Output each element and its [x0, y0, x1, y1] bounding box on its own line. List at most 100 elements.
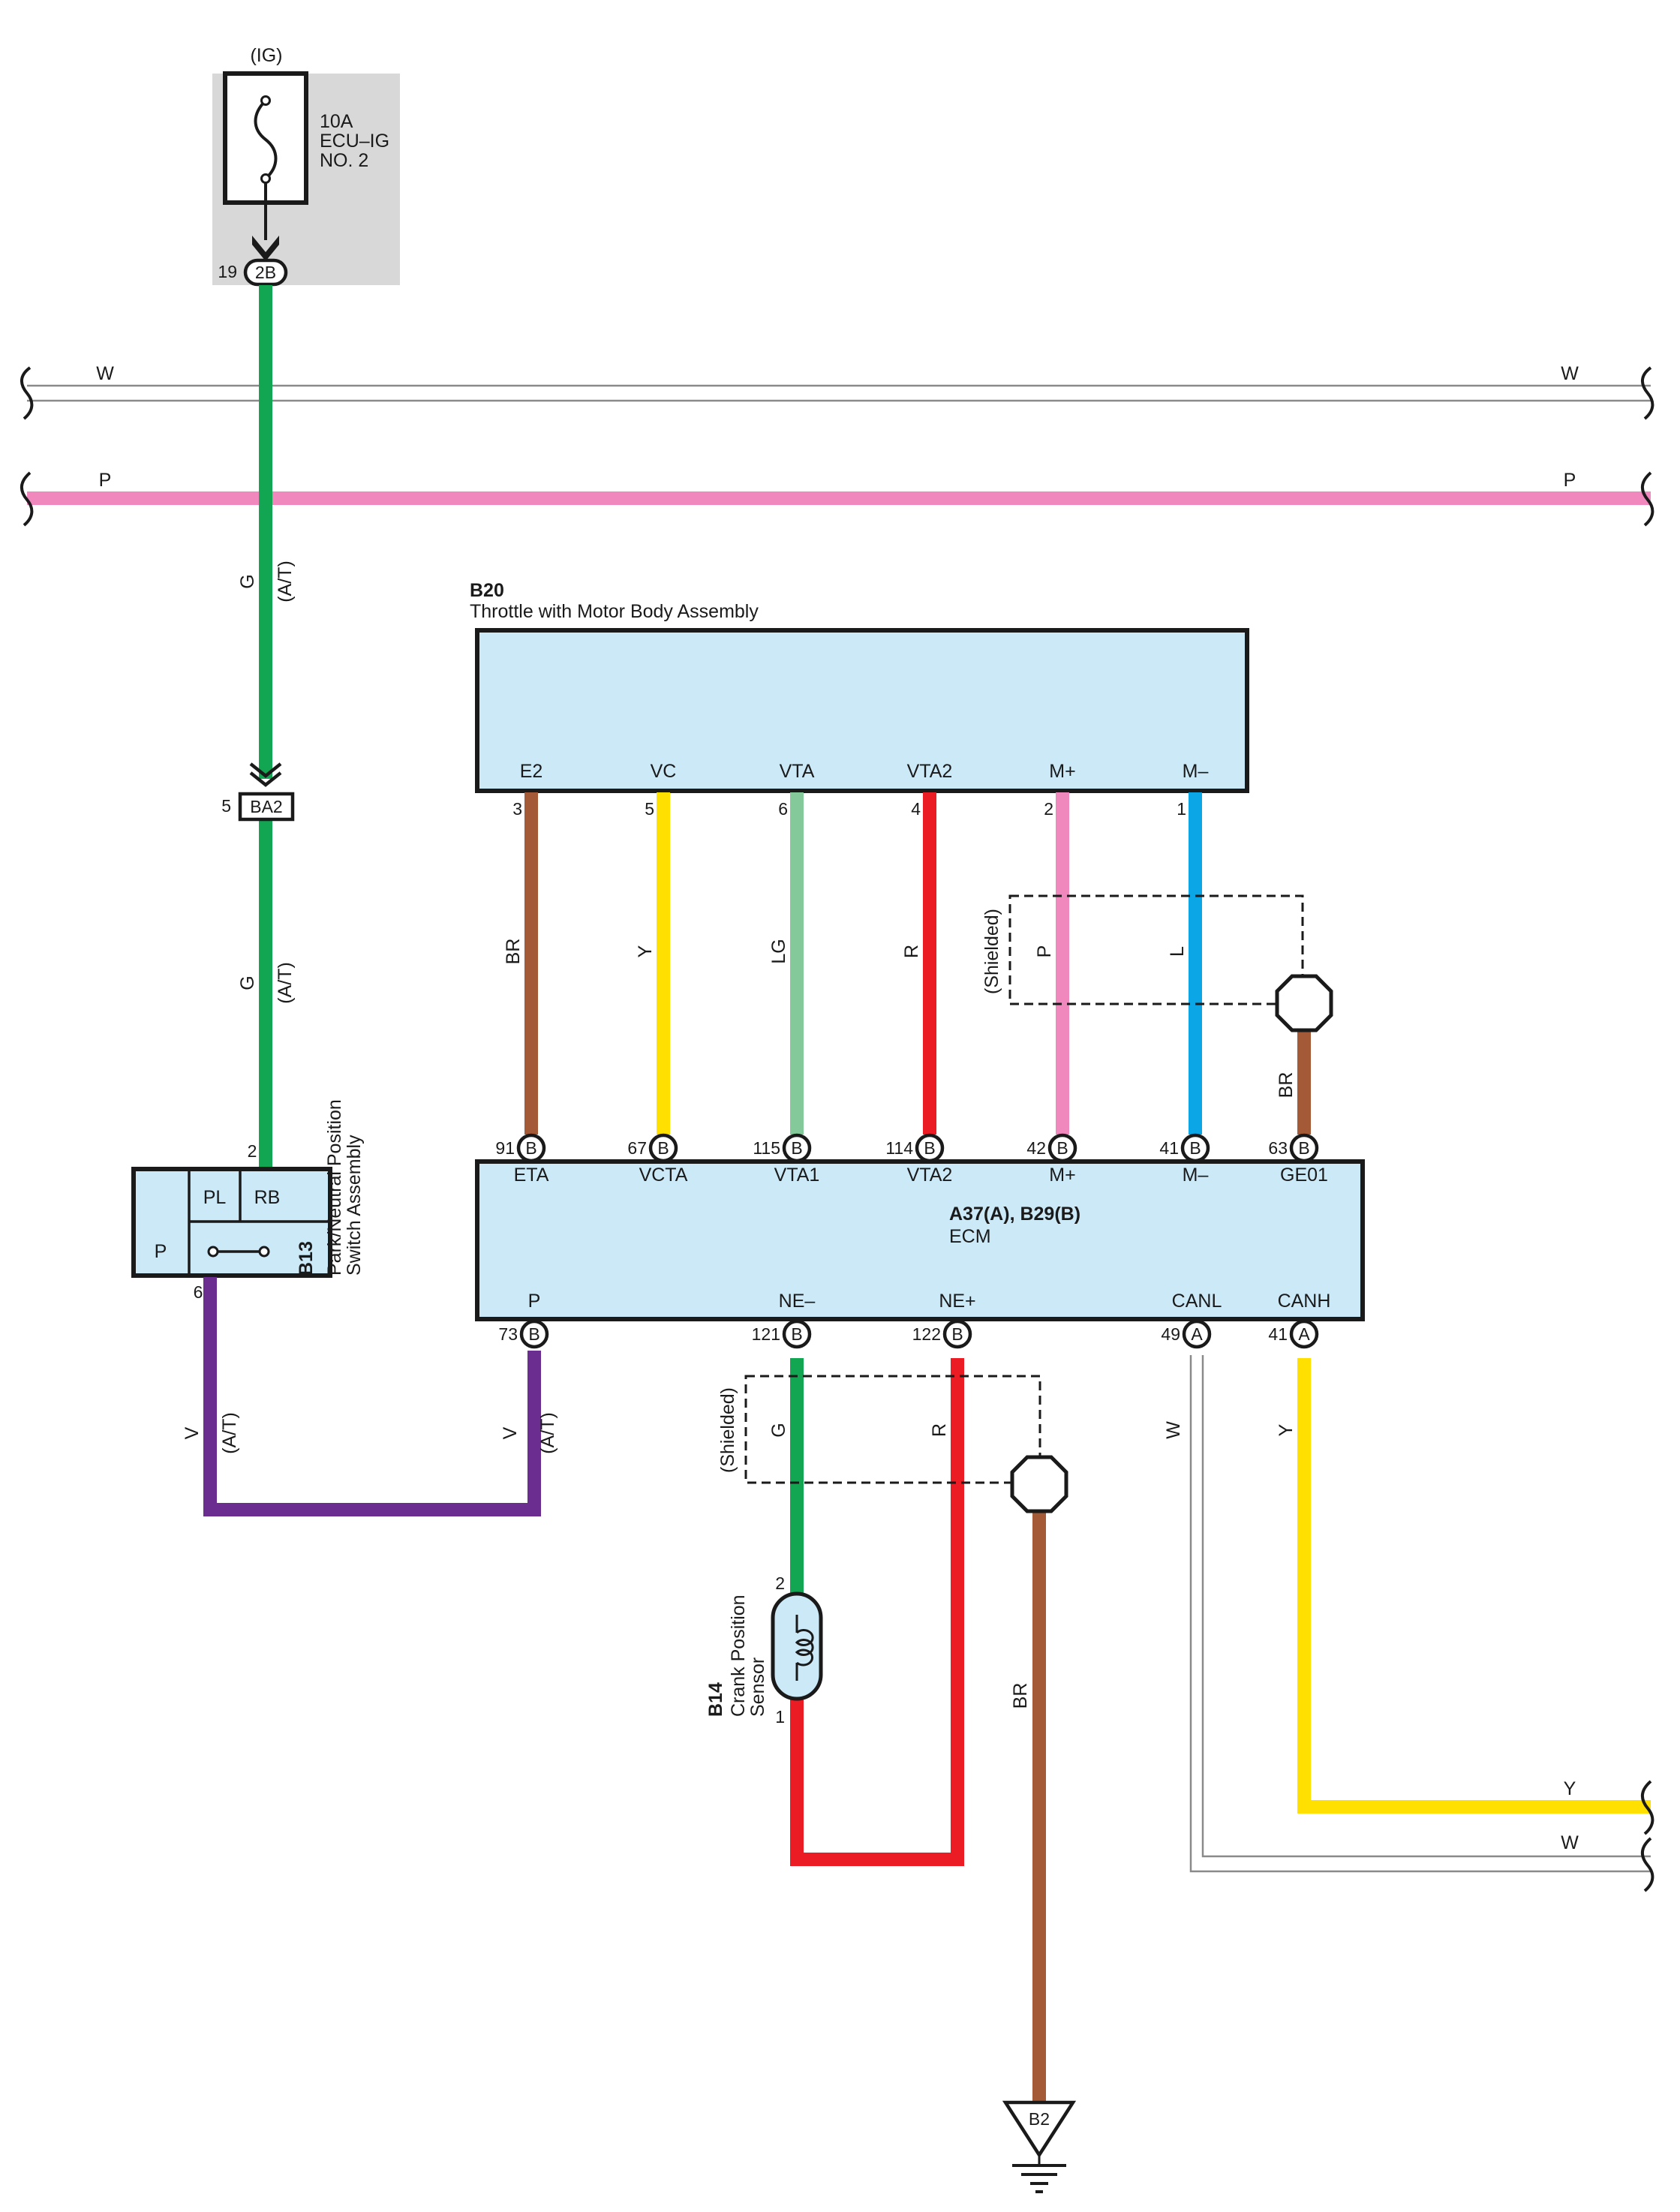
v-wire-group: V (A/T) V (A/T) [182, 1277, 558, 1516]
throttle-terminal-pin: 4 [911, 799, 921, 819]
l-wire-label: L [1167, 946, 1188, 957]
ecm-top-connector [782, 1133, 812, 1163]
ecm-bottom-terminal-name: CANL [1172, 1291, 1222, 1312]
y-can-wire [1297, 1358, 1651, 1814]
ecm-top-terminal-name: VTA1 [774, 1165, 820, 1186]
can-wires: W Y Y W [1163, 1355, 1654, 1892]
ground-triangle-icon [1002, 2100, 1077, 2159]
g-wire-label: G [237, 975, 258, 990]
fuse-pin-number: 19 [218, 262, 237, 281]
junction-pin-number: 5 [221, 796, 231, 816]
throttle-terminal-name: M+ [1049, 761, 1075, 782]
ecm-top-terminal-name: ETA [514, 1165, 549, 1186]
ecm-bottom-connector-pin-number: 121 [752, 1324, 780, 1344]
ecm-top-connector-pin-number: 115 [753, 1138, 780, 1158]
pnp-cell-pl: PL [203, 1187, 227, 1208]
fuse-name-line2: NO. 2 [320, 150, 368, 171]
fuse-terminal-dot [260, 173, 271, 184]
at-wire-label: (A/T) [275, 561, 296, 603]
ecm-bottom-connector-pin-number: 41 [1268, 1324, 1288, 1344]
junction-connector [238, 792, 295, 822]
throttle-terminal-pin: 1 [1177, 799, 1186, 819]
pnp-name-line2: Switch Assembly [344, 1135, 365, 1276]
fuse-icon [254, 99, 278, 180]
w-bus-label-right: W [1561, 363, 1579, 384]
ecm-top-connector [1180, 1133, 1210, 1163]
w-bus-label-left: W [96, 363, 114, 384]
throttle-code: B20 [470, 580, 504, 601]
throttle-terminal-name: VC [651, 761, 677, 782]
w-can-wire [1189, 1355, 1651, 1873]
fuse-block: (IG) 10A ECU–IG NO. 2 19 2B [212, 45, 400, 287]
throttle-body-assembly: B20 Throttle with Motor Body Assembly E2… [470, 580, 1249, 819]
ecm-top-terminal-name: VTA2 [907, 1165, 953, 1186]
ecm-top-connector-letter: B [1056, 1138, 1068, 1158]
crank-sensor-wires: (Shielded) G R BR [717, 1358, 1068, 2102]
ecm-top-connector-letter: B [525, 1138, 536, 1158]
at-wire-label: (A/T) [537, 1412, 558, 1454]
w-can-wire [1201, 1355, 1651, 1858]
ecm-top-connector-letter: B [924, 1138, 935, 1158]
ecm-bottom-connector-letter: A [1191, 1324, 1203, 1344]
fuse-arrow-icon [252, 236, 279, 261]
crank-name-line1: Crank Position [728, 1594, 749, 1717]
ecm-top-connector-pin-number: 91 [495, 1138, 515, 1158]
ecm-top-connector [915, 1133, 945, 1163]
crank-position-sensor: 2 1 B14 Crank Position Sensor [705, 1573, 823, 1727]
throttle-ecm-wires: BR Y LG R P L (Shielded) BR [503, 792, 1333, 1135]
br-wire-label: BR [503, 939, 524, 965]
ecm-bottom-connector-pin-number: 73 [498, 1324, 518, 1344]
ecm-code: A37(A), B29(B) [949, 1204, 1080, 1225]
fuse-connector-label: 2B [255, 263, 276, 282]
ecm-bottom-connector [1289, 1319, 1319, 1349]
pnp-contact-icon [207, 1246, 219, 1258]
fuse-circuit-label: (IG) [250, 45, 282, 66]
ecm-top-connector [648, 1133, 678, 1163]
ecm-top-connector-letter: B [1189, 1138, 1201, 1158]
ecm-top-terminal-name: VCTA [639, 1165, 688, 1186]
br-wire-label: BR [1010, 1683, 1031, 1709]
throttle-terminal-name: M– [1183, 761, 1209, 782]
w-wire-label: W [1163, 1421, 1184, 1439]
ecm-top-connector-pin-number: 41 [1159, 1138, 1179, 1158]
ecm-bottom-connector-letter: B [528, 1324, 539, 1344]
g-wire-label: G [237, 574, 258, 588]
throttle-box [475, 628, 1249, 793]
break-mark-icon [1641, 366, 1654, 420]
ecm-top-connector-letter: B [791, 1138, 802, 1158]
ecm-top-terminals: B91ETAB67VCTAB115VTA1B114VTA2B42M+B41M–B… [495, 1133, 1328, 1186]
crank-code: B14 [705, 1682, 726, 1717]
shield-outline [1008, 894, 1304, 1005]
junction-chevron-icon [249, 762, 282, 787]
ecm-top-connector-pin-number: 42 [1026, 1138, 1046, 1158]
ecm-top-connector-pin-number: 67 [627, 1138, 647, 1158]
r-wire-label: R [901, 945, 922, 958]
p-wire-label: P [1034, 945, 1055, 958]
ecm-top-connector-letter: B [1298, 1138, 1309, 1158]
br-wire-label: BR [1276, 1072, 1297, 1098]
throttle-terminal-name: VTA [780, 761, 815, 782]
y-wire-label: Y [1564, 1778, 1576, 1799]
at-wire-label: (A/T) [219, 1412, 240, 1454]
break-mark-icon [20, 366, 34, 420]
ecm-bottom-connector-letter: B [791, 1324, 802, 1344]
ecm-bottom-terminal-name: P [528, 1291, 541, 1312]
throttle-terminal-pin: 2 [1044, 799, 1053, 819]
ecm-top-connector [1047, 1133, 1077, 1163]
break-mark-icon [1641, 471, 1654, 527]
pnp-name-line1: Park/Neutral Position [324, 1099, 345, 1276]
ecm-bottom-terminal-name: NE– [779, 1291, 816, 1312]
break-mark-icon [1641, 1780, 1654, 1835]
p-bus-label-left: P [99, 470, 112, 491]
g-wire-label: G [768, 1423, 789, 1437]
at-wire-label: (A/T) [275, 962, 296, 1004]
throttle-terminal-pin: 6 [778, 799, 788, 819]
pnp-pin-top: 2 [248, 1141, 257, 1161]
fuse-terminal-dot [260, 95, 271, 106]
fuse-rating: 10A [320, 111, 353, 132]
v-wire [203, 1277, 541, 1516]
bus-lines: W W P P [20, 363, 1654, 527]
ecm-bottom-connector-letter: B [951, 1324, 963, 1344]
crank-pin-bottom: 1 [775, 1707, 785, 1727]
